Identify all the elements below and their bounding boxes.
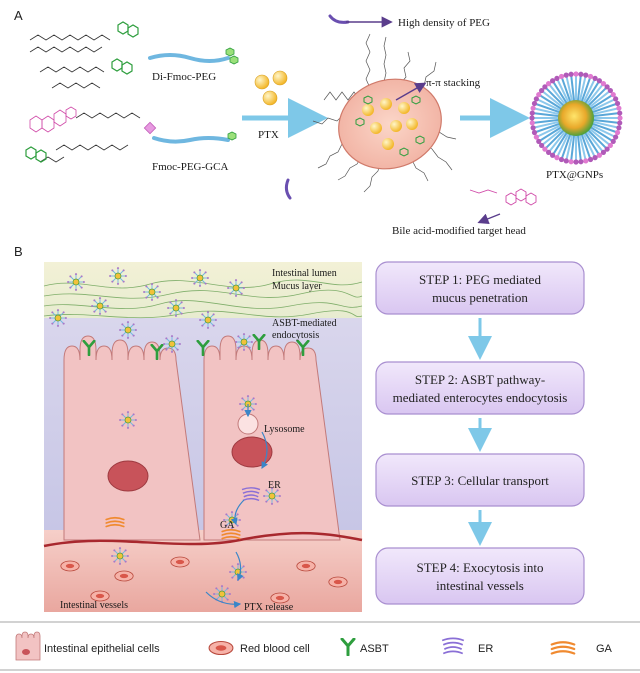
lysosome-vesicle [237,413,259,435]
step-4: STEP 4: Exocytosis into intestinal vesse… [375,547,585,605]
step-4-line1: STEP 4: Exocytosis into [417,560,544,575]
legend-epithelial: Intestinal epithelial cells [15,631,160,661]
arrow-bile-acid [477,213,501,225]
step-4-line2: intestinal vessels [436,578,524,593]
label-ptx-release: PTX release [244,602,294,613]
fmoc-stacks [355,95,425,157]
legend-asbt-label: ASBT [360,643,389,655]
assembly-schematic [284,14,537,206]
step-1-line1: STEP 1: PEG mediated [419,272,541,287]
step-2-line2: mediated enterocytes endocytosis [393,390,568,405]
legend-ga: GA [550,641,613,655]
legend: Intestinal epithelial cells Red blood ce… [0,621,640,671]
label-di-fmoc-peg: Di-Fmoc-PEG [152,71,216,83]
peg-arc-bottom [284,178,292,200]
ptx-gnps-nanoparticle [529,71,623,165]
bile-acid-heads [469,188,537,206]
legend-asbt: ASBT [340,638,389,656]
mucus-fibers [43,279,363,319]
legend-epithelial-label: Intestinal epithelial cells [44,643,160,655]
panel-a-letter: A [14,8,23,23]
di-fmoc-peg-schematic [148,47,239,65]
step-2-line1: STEP 2: ASBT pathway- [415,372,545,387]
ptx-drug-particles [254,70,288,106]
epithelial-cell-left [63,335,201,541]
fmoc-peg-gca-schematic [143,121,237,144]
label-er: ER [268,480,281,491]
label-mucus-layer: Mucus layer [272,281,322,292]
label-asbt-mediated: ASBT-mediated [272,318,337,329]
panel-a: A Di-Fmoc-PEG [14,8,623,237]
panel-b-letter: B [14,244,23,259]
label-high-density: High density of PEG [398,17,490,29]
basement-membrane [43,531,363,548]
peg-arc-top [328,14,350,24]
label-intestinal-lumen: Intestinal lumen [272,268,337,279]
fmoc-peg-gca-structure [25,106,141,163]
di-fmoc-peg-structure [29,34,111,89]
legend-er: ER [441,637,493,655]
label-endocytosis: endocytosis [272,330,319,341]
label-lysosome: Lysosome [264,424,305,435]
label-intestinal-vessels: Intestinal vessels [60,600,128,611]
step-3-line1: STEP 3: Cellular transport [411,473,549,488]
label-fmoc-peg-gca: Fmoc-PEG-GCA [152,161,228,173]
legend-rbc: Red blood cell [208,640,310,656]
step-3: STEP 3: Cellular transport [375,453,585,507]
legend-ga-label: GA [596,643,613,655]
legend-rbc-label: Red blood cell [240,643,310,655]
label-ptx-gnps: PTX@GNPs [546,169,603,181]
label-bile-acid: Bile acid-modified target head [392,225,526,237]
fmoc-group-icon [111,21,139,75]
label-ptx: PTX [258,129,279,141]
core-ptx-particles [362,98,418,150]
label-pi-stacking: π-π stacking [426,77,481,89]
transport-arrows [205,404,269,609]
legend-er-label: ER [478,643,493,655]
step-1-line2: mucus penetration [432,290,528,305]
panel-b: B [14,244,585,613]
step-1: STEP 1: PEG mediated mucus penetration [375,261,585,315]
label-ga: GA [220,520,235,531]
step-2: STEP 2: ASBT pathway- mediated enterocyt… [375,361,585,415]
step-flow: STEP 1: PEG mediated mucus penetration S… [375,261,585,605]
arrow-pi-stacking [395,82,427,101]
